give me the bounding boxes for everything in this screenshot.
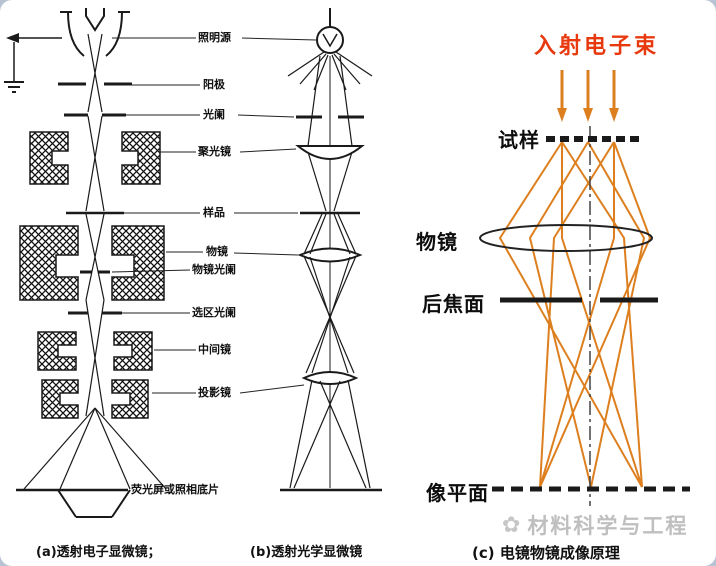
- caption-panel-a: (a)透射电子显微镜；: [36, 545, 161, 560]
- lens-imaging-diagram: [479, 70, 690, 506]
- incident-beam-arrows: [557, 70, 619, 122]
- label-objective-lens: 物镜: [206, 245, 228, 258]
- label-image-plane: 像平面: [426, 481, 489, 505]
- electron-ray-bundle: [498, 141, 652, 488]
- caption-panel-b: (b)透射光学显微镜: [250, 545, 363, 560]
- watermark-logo-icon: ✿: [502, 512, 523, 538]
- light-source: [316, 8, 344, 54]
- label-intermediate-lens: 中间镜: [198, 343, 231, 356]
- fluorescent-screen: [16, 488, 131, 518]
- optical-condenser-lens: [295, 145, 365, 160]
- label-selected-area-aperture: 选区光阑: [192, 306, 236, 319]
- label-specimen-c: 试样: [498, 128, 540, 152]
- watermark-text: 材料科学与工程: [527, 514, 689, 538]
- watermark: ✿ 材料科学与工程: [502, 510, 688, 540]
- label-screen: 荧光屏或照相底片: [131, 483, 219, 496]
- label-back-focal-plane: 后焦面: [422, 292, 485, 316]
- optical-objective-lens: [297, 247, 363, 263]
- label-anode: 阳极: [203, 78, 225, 91]
- optical-beam-upper: [307, 55, 353, 212]
- label-objective-aperture: 物镜光阑: [192, 263, 236, 276]
- label-illumination-source: 照明源: [198, 31, 231, 44]
- tem-column-diagram: [4, 8, 167, 518]
- optical-beam-middle: [303, 213, 357, 374]
- condenser-lens-blocks: [29, 131, 161, 185]
- optical-projector-lens: [301, 371, 359, 385]
- objective-lens-ellipse: [479, 224, 653, 252]
- left-arrow-icon: [6, 33, 19, 43]
- label-condenser-lens: 聚光镜: [198, 145, 231, 158]
- ground-symbol-icon: [4, 81, 24, 93]
- label-aperture: 光阑: [203, 108, 225, 121]
- electron-beam-paths: [23, 33, 167, 490]
- label-projection-lens: 投影镜: [198, 386, 231, 399]
- label-leader-lines: [111, 37, 317, 394]
- label-incident-electron-beam: 入射电子束: [534, 34, 660, 59]
- label-specimen: 样品: [203, 206, 225, 219]
- optical-column-diagram: [280, 8, 382, 492]
- electron-gun: [60, 8, 130, 57]
- optical-beam-lower: [289, 379, 371, 489]
- intermediate-lens-blocks: [37, 331, 153, 371]
- label-objective-c: 物镜: [416, 230, 458, 254]
- objective-lens-blocks: [19, 225, 165, 301]
- caption-panel-c: (c) 电镜物镜成像原理: [472, 544, 620, 562]
- projection-lens-blocks: [41, 379, 149, 419]
